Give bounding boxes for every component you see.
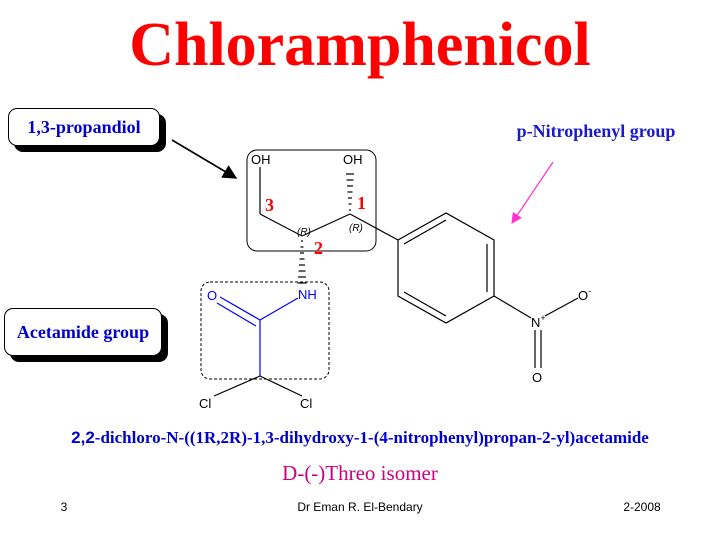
- atom-cl-left: Cl: [199, 396, 211, 411]
- ring-double-bond-3: [403, 291, 447, 317]
- carbon-number-3: 3: [265, 195, 274, 215]
- nitrophenyl-pointer-arrow: [511, 161, 554, 224]
- stereo-c2: (R): [297, 227, 311, 238]
- atom-oh-right: OH: [343, 152, 363, 167]
- ring-double-bond-1: [403, 219, 447, 245]
- hashed-wedge-c1-oh: [346, 173, 354, 211]
- atom-n-plus: N+: [531, 313, 546, 330]
- atom-o-carbonyl: O: [207, 288, 217, 303]
- bond-c-cl-left: [213, 375, 261, 397]
- footer-author: Dr Eman R. El-Bendary: [297, 500, 423, 514]
- acetamide-label: Acetamide group: [16, 321, 150, 342]
- footer-page-number: 3: [60, 500, 68, 514]
- carbon-number-1: 1: [357, 193, 366, 213]
- propandiol-pointer-arrow: [171, 139, 238, 179]
- bond-ring-n: [493, 295, 532, 319]
- propandiol-label-box: 1,3-propandiol: [8, 108, 160, 146]
- slide-title: Chloramphenicol: [129, 11, 591, 79]
- bond-c3-c2: [259, 213, 303, 237]
- bond-n-ominus: [544, 297, 579, 317]
- bond-nh-carbonyl: [259, 297, 299, 321]
- atom-o-minus: O-: [578, 286, 591, 303]
- iupac-prefix: 2,2: [71, 428, 95, 447]
- bond-c1-ring: [349, 213, 399, 241]
- bond-c-cl-right: [259, 375, 303, 397]
- acetamide-label-box: Acetamide group: [4, 308, 162, 356]
- atom-nh: NH: [298, 287, 317, 302]
- atom-oh-left: OH: [251, 152, 271, 167]
- benzene-ring: [397, 212, 495, 324]
- iupac-rest: -dichloro-N-((1R,2R)-1,3-dihydroxy-1-(4-…: [94, 428, 649, 447]
- bond-carbonyl-o-2: [216, 302, 257, 327]
- isomer-label: D-(-)Threo isomer: [282, 461, 438, 485]
- atom-o-bottom: O: [532, 370, 542, 385]
- atom-cl-right: Cl: [300, 396, 312, 411]
- bond-c2-c1: [301, 213, 351, 237]
- bond-carbonyl-o-1: [219, 296, 261, 321]
- footer-date: 2-2008: [623, 500, 661, 514]
- propandiol-label: 1,3-propandiol: [27, 116, 141, 137]
- nitrophenyl-label: p-Nitrophenyl group: [516, 121, 676, 141]
- stereo-c1: (R): [349, 223, 363, 234]
- propandiol-highlight-box: [246, 149, 377, 252]
- carbon-number-2: 2: [314, 238, 323, 258]
- hashed-wedge-c2-nh: [297, 240, 307, 284]
- iupac-name: 2,2-dichloro-N-((1R,2R)-1,3-dihydroxy-1-…: [0, 428, 720, 448]
